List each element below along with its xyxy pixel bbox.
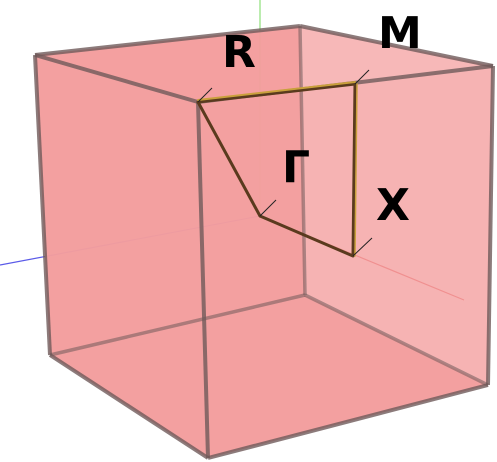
label-r: R	[222, 27, 256, 78]
label-gamma: Γ	[282, 142, 310, 193]
point-ticks	[197, 69, 373, 257]
tick-r	[197, 87, 213, 103]
tick-m	[354, 69, 370, 85]
tick-gamma	[259, 199, 277, 217]
cube-top-face	[35, 26, 493, 102]
label-m: M	[378, 8, 422, 59]
cube-front-face	[198, 66, 493, 458]
tick-x	[352, 237, 373, 257]
k-path-m-x-highlight	[354, 83, 358, 257]
cube-left-face	[35, 55, 208, 458]
k-path-r-m-highlight	[197, 81, 356, 101]
label-x: X	[376, 180, 410, 231]
cube-hidden-edges	[49, 25, 489, 387]
